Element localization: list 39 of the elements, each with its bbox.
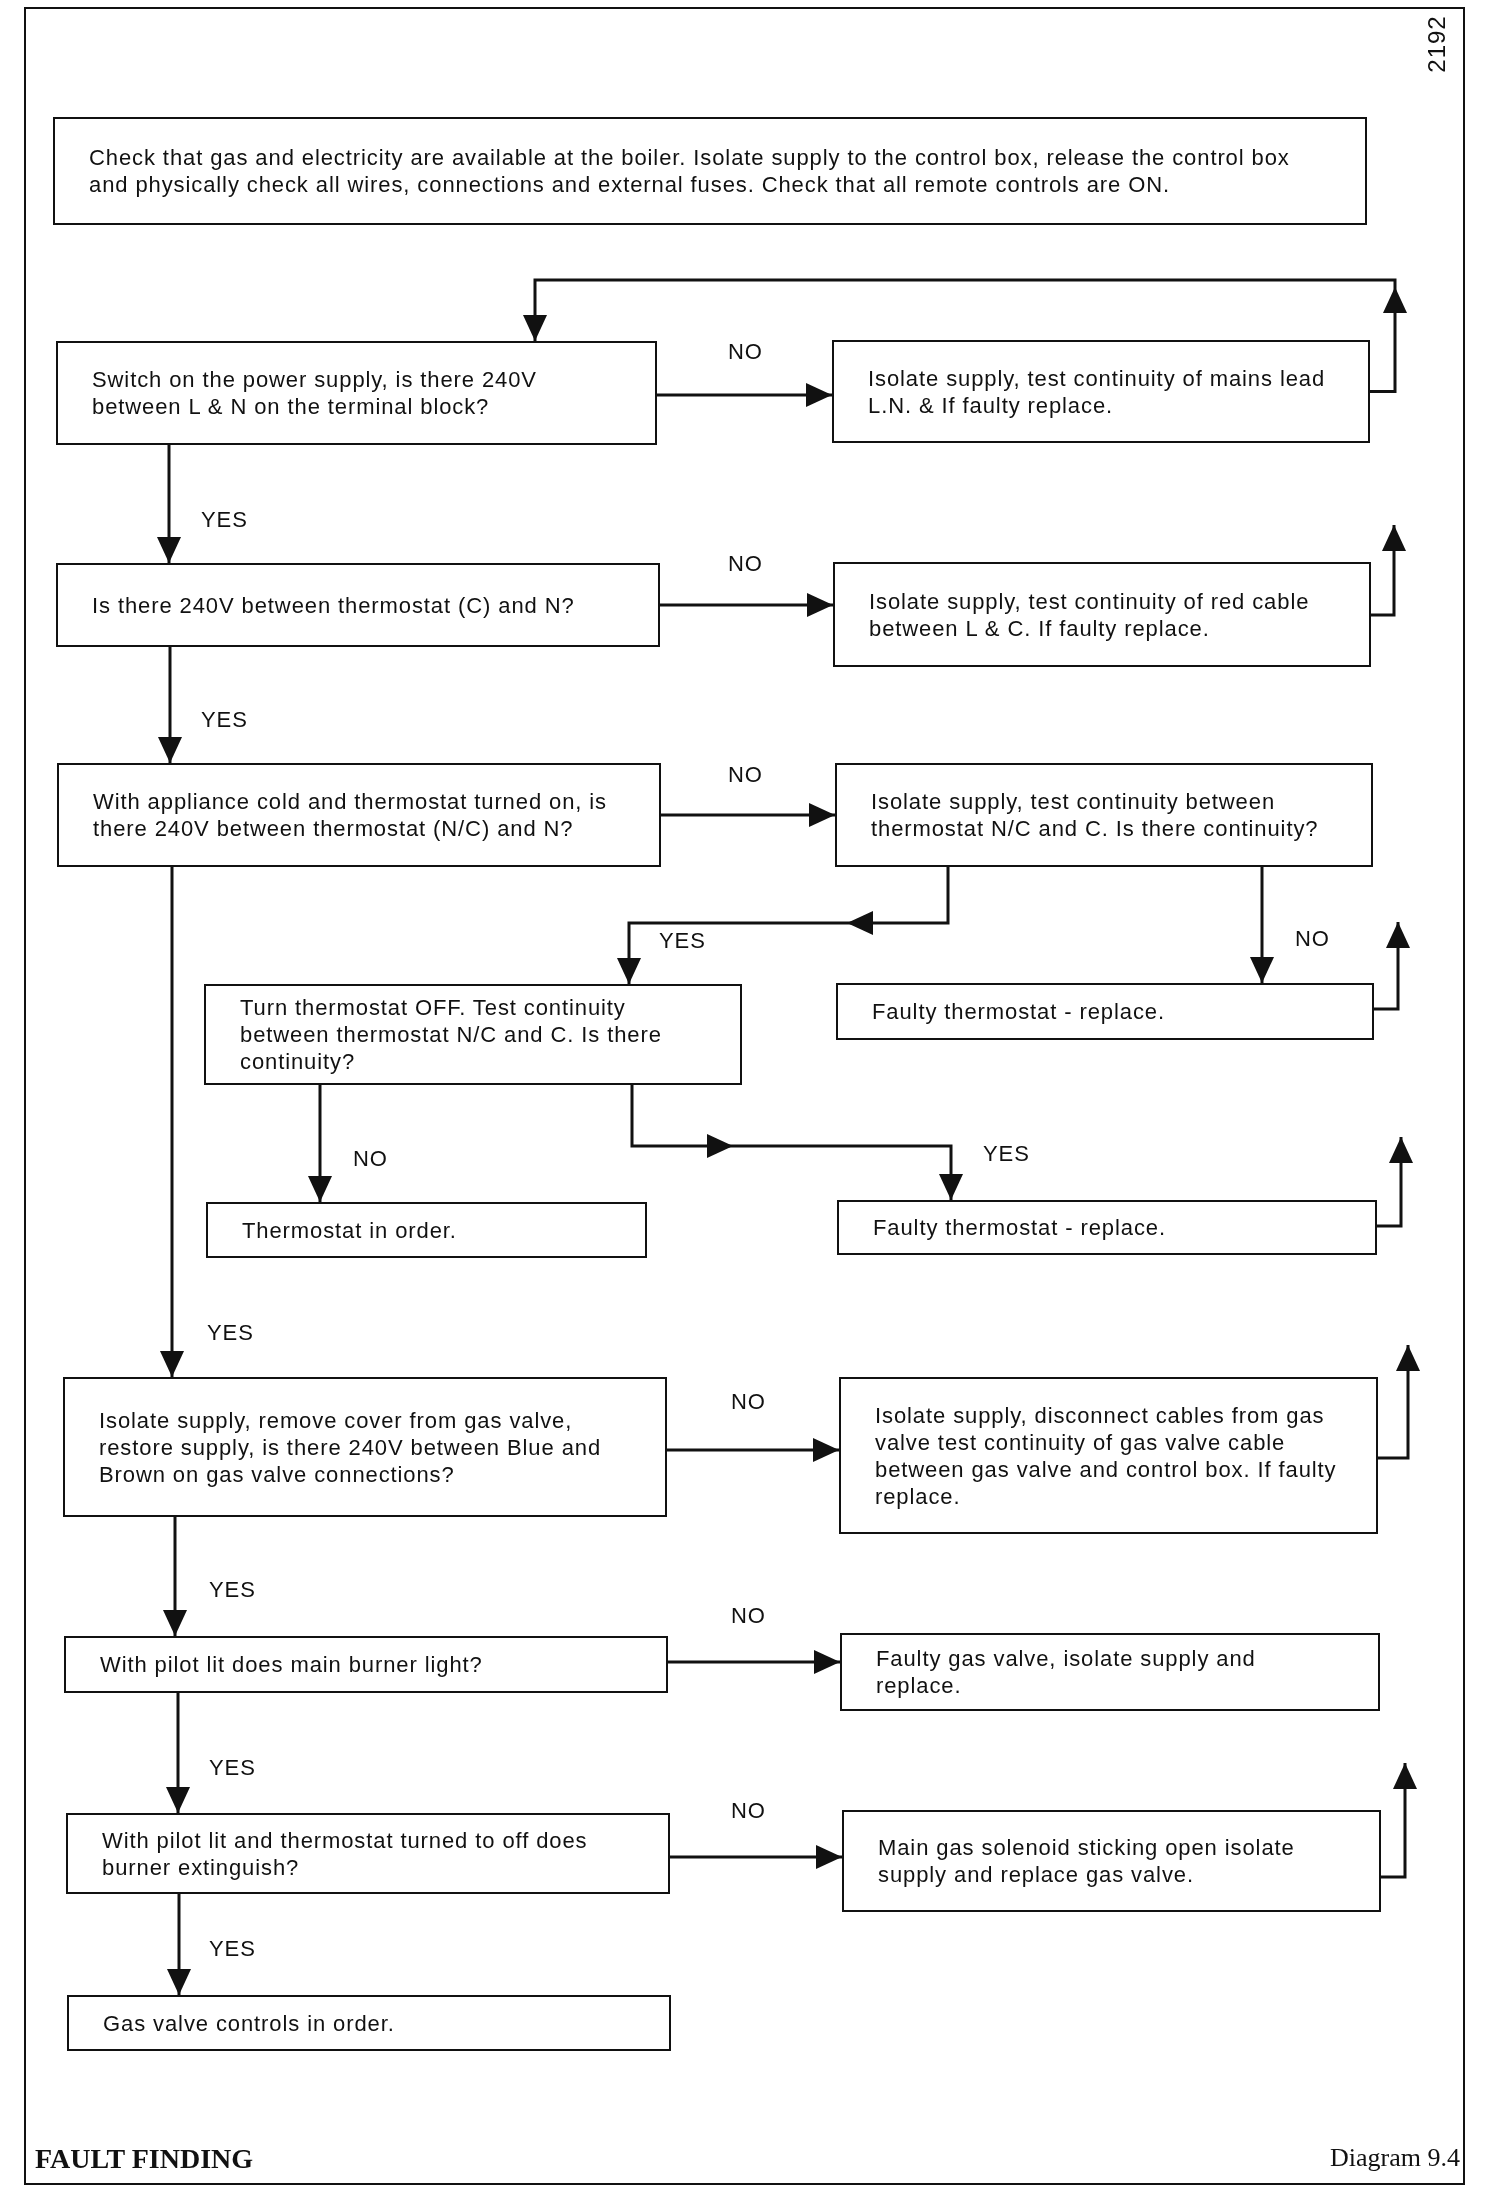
box-text: Isolate supply, test continuity of red cable between L & C. If faulty replace. — [869, 587, 1311, 642]
box-text: Switch on the power supply, is there 240V between L & N on the terminal block? — [92, 366, 538, 420]
diagram-title: FAULT FINDING — [35, 2143, 254, 2175]
process-box — [63, 1377, 667, 1517]
process-box — [206, 1202, 647, 1258]
box-text: Check that gas and electricity are available at the boiler. Isolate supply to the control box, release the control box and physically check all wires, connections and external fuses. Check that all remote controls are ON. — [89, 144, 1291, 198]
drawing-number: 2192 — [1422, 15, 1451, 73]
box-text: Turn thermostat OFF. Test continuity between thermostat N/C and C. Is there continuity? — [240, 994, 663, 1075]
process-box — [832, 340, 1370, 443]
process-box — [56, 341, 657, 445]
process-box — [67, 1995, 671, 2051]
process-box — [836, 983, 1374, 1040]
box-text: Gas valve controls in order. — [103, 2009, 395, 2037]
process-box — [66, 1813, 670, 1894]
box-text: Is there 240V between thermostat (C) and N? — [92, 591, 575, 619]
box-text: With appliance cold and thermostat turned on, is there 240V between thermostat (N/C) and N? — [93, 788, 609, 842]
box-text: Isolate supply, disconnect cables from gas valve test continuity of gas valve cable between gas valve and control box. If faulty replace. — [875, 1401, 1338, 1510]
box-text: Thermostat in order. — [242, 1216, 457, 1244]
box-text: With pilot lit does main burner light? — [100, 1651, 483, 1678]
box-text: Faulty gas valve, isolate supply and replace. — [876, 1645, 1257, 1699]
box-text: With pilot lit and thermostat turned to off does burner extinguish? — [102, 1826, 589, 1881]
process-box — [57, 763, 661, 867]
process-box — [204, 984, 742, 1085]
box-text: Isolate supply, test continuity between thermostat N/C and C. Is there continuity? — [871, 788, 1320, 842]
box-text: Isolate supply, test continuity of mains lead L.N. & If faulty replace. — [868, 364, 1327, 419]
box-text: Main gas solenoid sticking open isolate supply and replace gas valve. — [878, 1834, 1296, 1888]
diagram-caption: Diagram 9.4 — [1330, 2143, 1460, 2173]
box-text: Faulty thermostat - replace. — [872, 998, 1165, 1025]
process-box — [64, 1636, 668, 1693]
process-box — [840, 1633, 1380, 1711]
process-box — [842, 1810, 1381, 1912]
process-box — [53, 117, 1367, 225]
box-text: Faulty thermostat - replace. — [873, 1214, 1166, 1241]
process-box — [839, 1377, 1378, 1534]
process-box — [837, 1200, 1377, 1255]
process-box — [56, 563, 660, 647]
process-box — [835, 763, 1373, 867]
box-text: Isolate supply, remove cover from gas valve, restore supply, is there 240V between Blue and Brown on gas valve connections? — [99, 1406, 603, 1488]
process-box — [833, 562, 1371, 667]
